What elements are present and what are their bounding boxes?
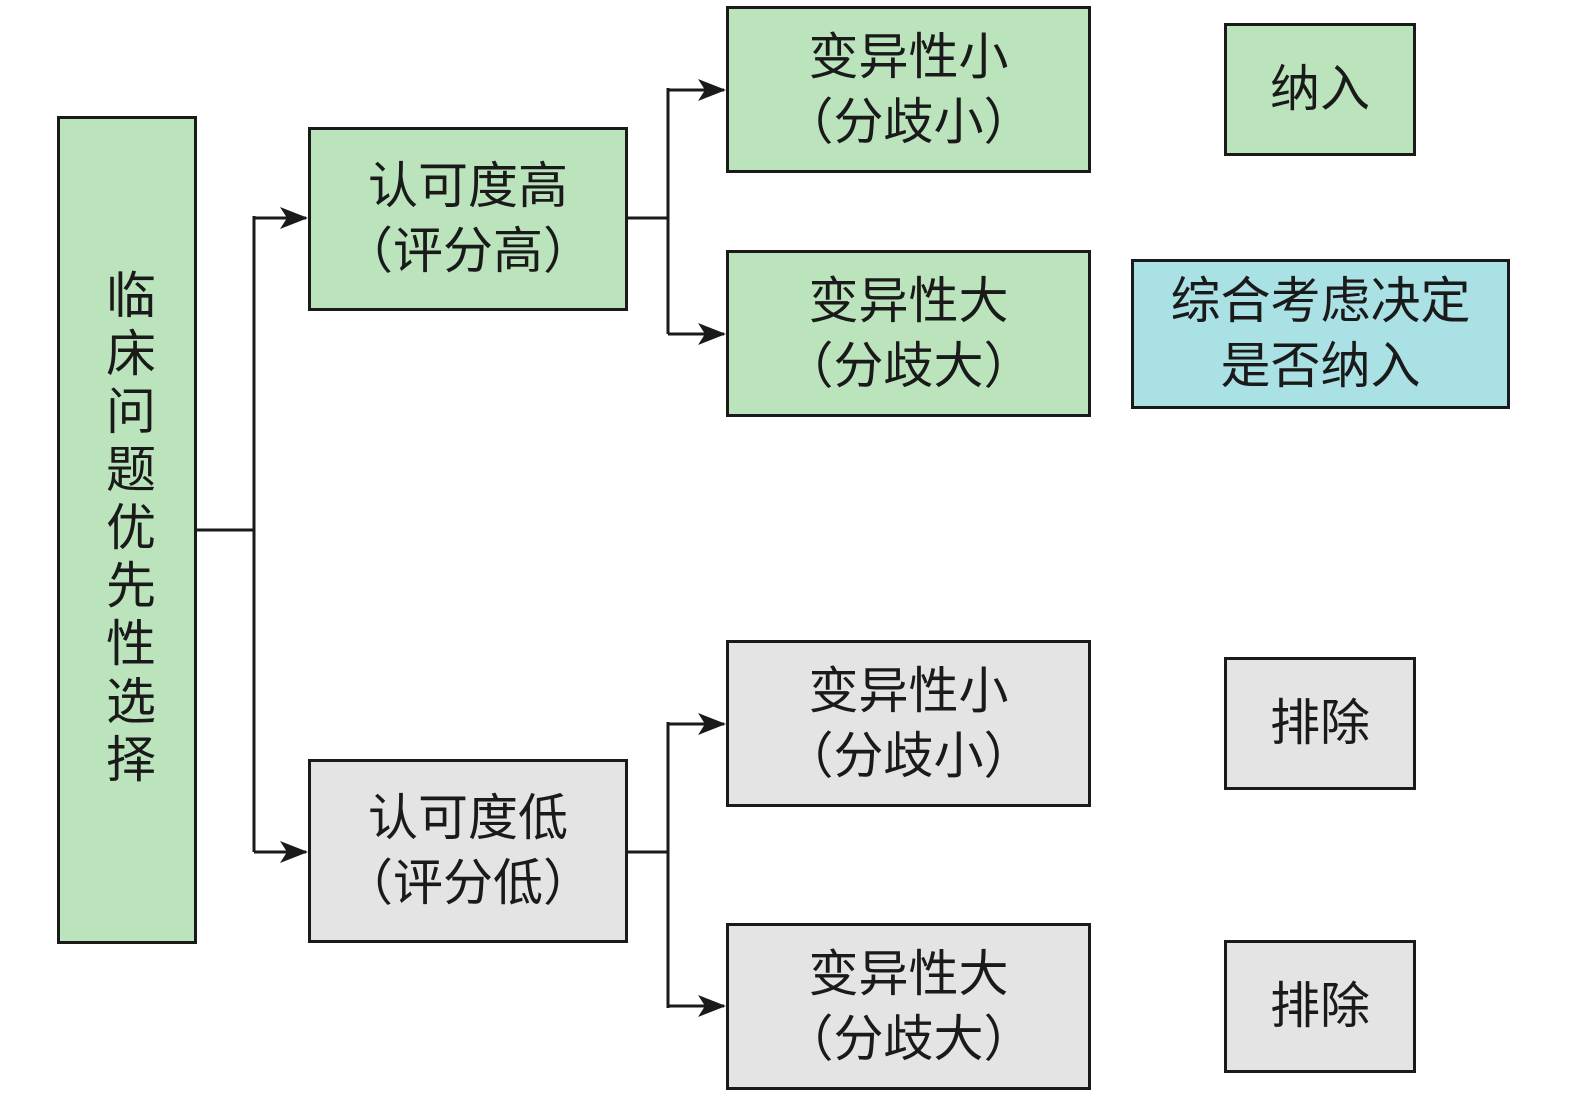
root-node-label: 临床问题优先性选择 — [98, 269, 156, 791]
outcome-label-line1: 综合考虑决定 — [1170, 272, 1471, 330]
node-low-approval-line2: （评分低） — [343, 854, 593, 912]
node-high-approval-line1: 认可度高 — [368, 157, 568, 215]
node-high-approval-line2: （评分高） — [343, 222, 593, 280]
node-low-approval-line1: 认可度低 — [368, 789, 568, 847]
outcome-label: 排除 — [1270, 694, 1370, 752]
outcome-label: 排除 — [1270, 977, 1370, 1035]
node-variability-line1: 变异性小 — [808, 27, 1009, 86]
node-variability-line1: 变异性小 — [808, 661, 1009, 720]
node-low-approval-high-variability: 变异性大 （分歧大） — [726, 923, 1091, 1090]
arrowhead-low-approval — [280, 841, 308, 863]
node-high-approval-low-variability: 变异性小 （分歧小） — [726, 6, 1091, 173]
root-node-clinical-question-priority: 临床问题优先性选择 — [57, 116, 197, 944]
arrowhead-low-low-variability — [698, 713, 726, 735]
outcome-exclude: 排除 — [1224, 940, 1416, 1073]
node-variability-line1: 变异性大 — [808, 271, 1009, 330]
outcome-consider: 综合考虑决定 是否纳入 — [1131, 259, 1510, 409]
arrowhead-high-high-variability — [698, 323, 726, 345]
node-variability-line2: （分歧小） — [783, 92, 1034, 151]
outcome-exclude: 排除 — [1224, 657, 1416, 790]
node-high-approval-high-variability: 变异性大 （分歧大） — [726, 250, 1091, 417]
arrowhead-high-low-variability — [698, 79, 726, 101]
outcome-label-line2: 是否纳入 — [1220, 337, 1421, 395]
node-high-approval: 认可度高 （评分高） — [308, 127, 628, 311]
node-low-approval: 认可度低 （评分低） — [308, 759, 628, 943]
node-variability-line1: 变异性大 — [808, 944, 1009, 1003]
outcome-label: 纳入 — [1270, 60, 1370, 118]
outcome-include: 纳入 — [1224, 23, 1416, 156]
node-variability-line2: （分歧小） — [783, 726, 1034, 785]
arrowhead-low-high-variability — [698, 995, 726, 1017]
node-variability-line2: （分歧大） — [783, 1009, 1034, 1068]
node-low-approval-low-variability: 变异性小 （分歧小） — [726, 640, 1091, 807]
arrowhead-high-approval — [280, 207, 308, 229]
node-variability-line2: （分歧大） — [783, 336, 1034, 395]
